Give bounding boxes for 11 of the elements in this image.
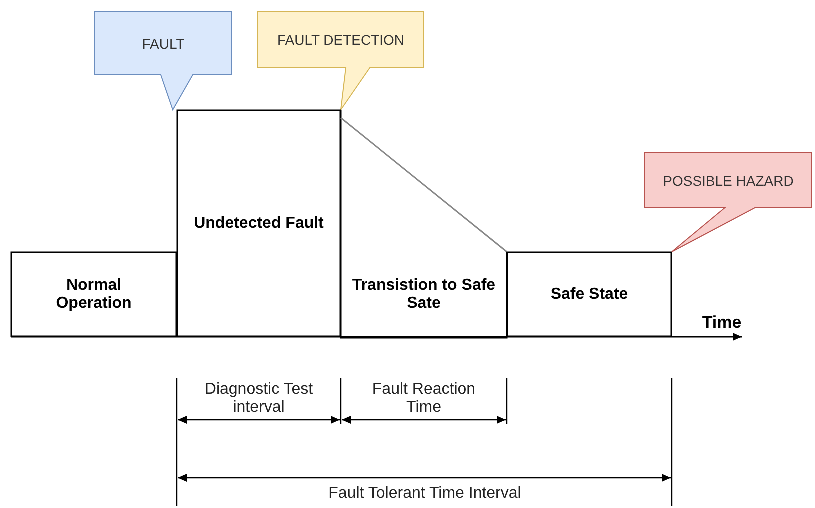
dimension-label: Diagnostic Test interval	[204, 381, 314, 417]
dimension-label: Fault Reaction Time	[371, 381, 477, 417]
phase-label: Undetected Fault	[194, 214, 324, 232]
axis-label: Time	[701, 313, 743, 333]
callout-text: FAULT	[142, 36, 185, 52]
phase-label: Normal Operation	[55, 276, 133, 312]
callout-text: POSSIBLE HAZARD	[663, 172, 794, 188]
phase-label: Transistion to Safe Sate	[351, 277, 497, 313]
phase-label: Safe State	[550, 286, 628, 304]
callout-text: FAULT DETECTION	[277, 32, 405, 48]
dimension-label: Fault Tolerant Time Interval	[328, 485, 522, 503]
